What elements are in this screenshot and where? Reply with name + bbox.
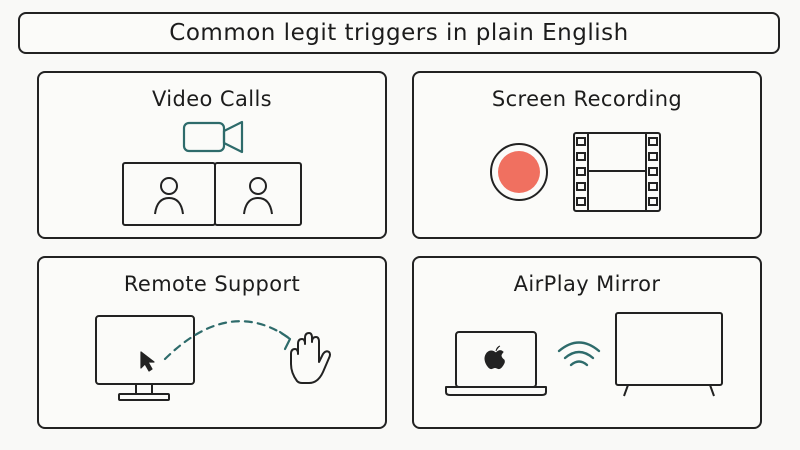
tv-icon bbox=[615, 312, 723, 397]
cursor-icon bbox=[140, 351, 155, 372]
panel-video-calls: Video Calls bbox=[37, 71, 387, 239]
dashed-arrow bbox=[163, 320, 291, 361]
film-strip-icon bbox=[573, 132, 661, 212]
panel-title-video-calls: Video Calls bbox=[151, 87, 273, 111]
title-bar: Common legit triggers in plain English bbox=[18, 12, 780, 54]
laptop-icon bbox=[445, 331, 547, 396]
video-camera-icon bbox=[182, 120, 244, 154]
panel-title-screen-recording: Screen Recording bbox=[491, 87, 683, 111]
page-title: Common legit triggers in plain English bbox=[169, 20, 629, 46]
wireless-signal-icon bbox=[557, 341, 601, 367]
panel-remote-support: Remote Support bbox=[37, 256, 387, 429]
panel-airplay-mirror: AirPlay Mirror bbox=[412, 256, 762, 429]
video-calls-illustration bbox=[122, 120, 302, 226]
participant-tile-right bbox=[214, 162, 302, 226]
hand-icon bbox=[290, 332, 331, 384]
participant-tile-left bbox=[122, 162, 216, 226]
monitor-icon bbox=[95, 315, 195, 401]
airplay-mirror-illustration bbox=[445, 312, 723, 397]
record-icon bbox=[490, 143, 548, 201]
apple-logo-icon bbox=[484, 345, 505, 370]
panel-title-remote-support: Remote Support bbox=[123, 272, 301, 296]
remote-support-illustration bbox=[95, 315, 331, 401]
screen-recording-illustration bbox=[490, 132, 661, 212]
panel-screen-recording: Screen Recording bbox=[412, 71, 762, 239]
panel-title-airplay-mirror: AirPlay Mirror bbox=[513, 272, 661, 296]
